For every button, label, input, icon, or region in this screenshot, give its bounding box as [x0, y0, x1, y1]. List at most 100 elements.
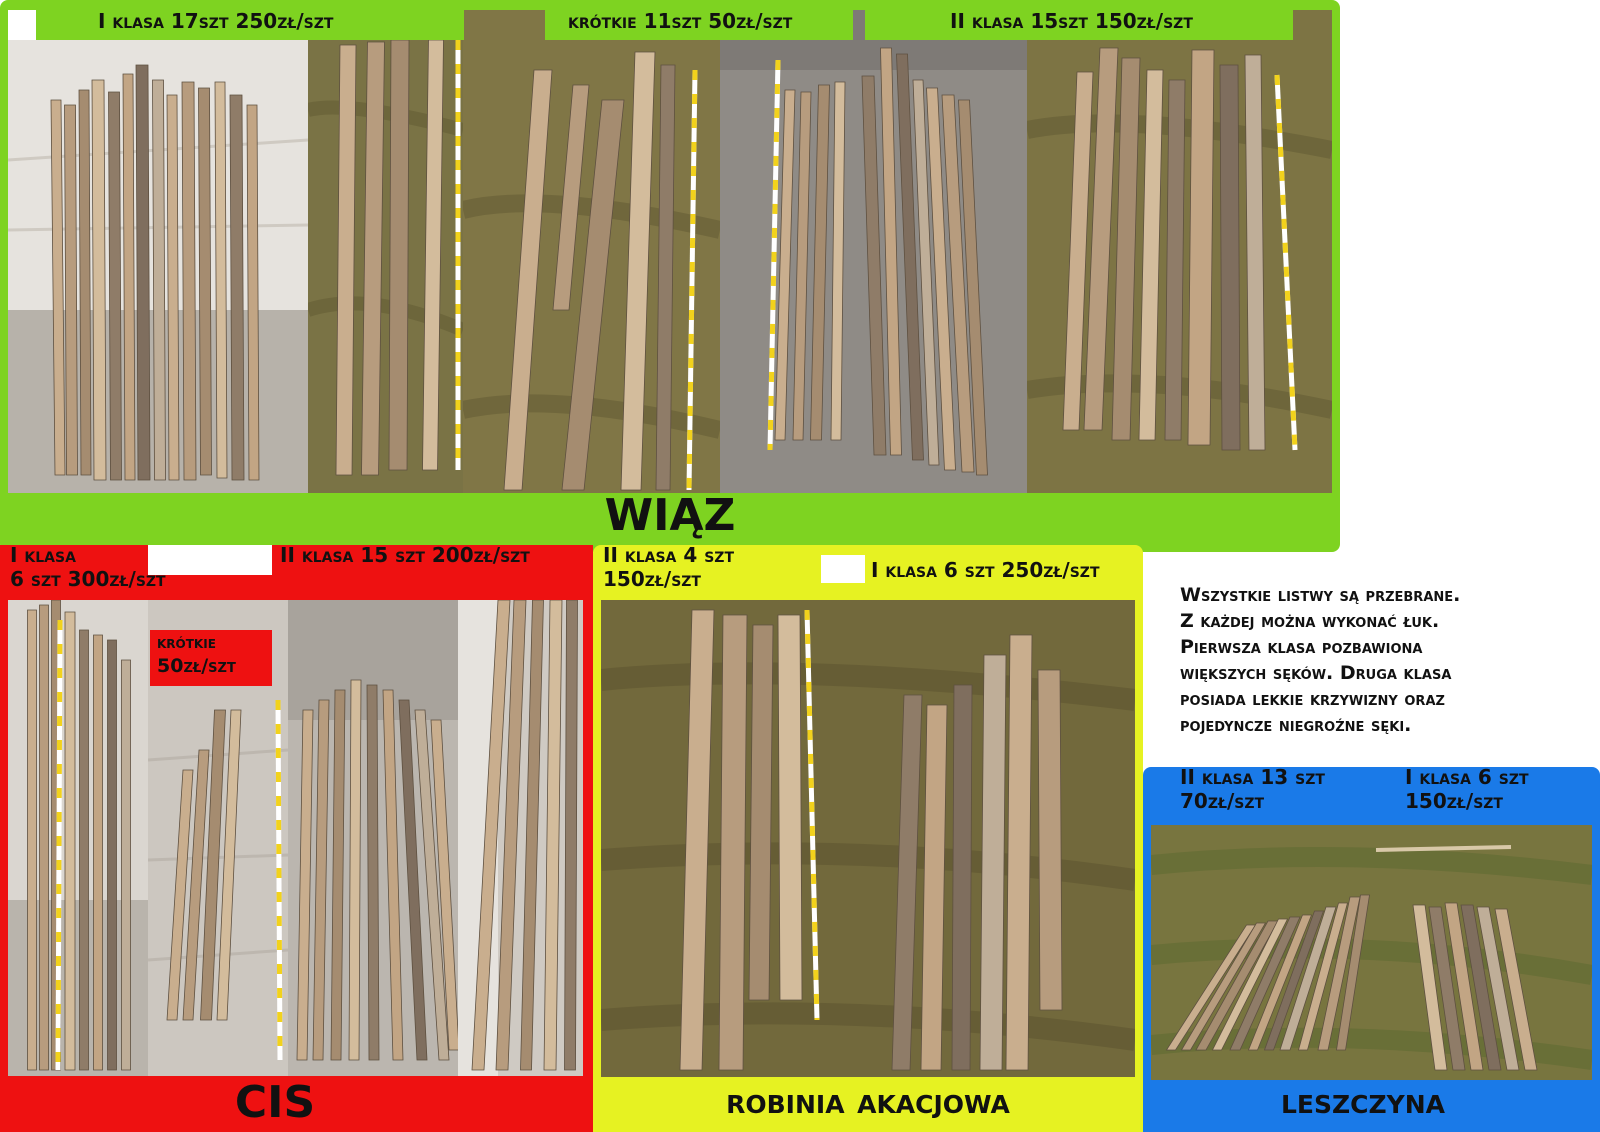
wood-stick [920, 704, 948, 1071]
info-note-line: Z każdej można wykonać łuk. [1180, 610, 1440, 632]
wiaz-first-label-bg [36, 10, 464, 40]
wood-stick [1494, 908, 1538, 1071]
wiaz-title: WIĄZ [604, 490, 736, 541]
wood-stick [382, 689, 404, 1061]
wood-stick [1297, 902, 1349, 1051]
wood-stick [912, 79, 940, 466]
wood-stick [620, 51, 656, 491]
wood-stick [861, 75, 887, 456]
cis-first-label-line1: I klasa [10, 545, 76, 567]
info-note: Wszystkie listwy są przebrane. Z każdej … [1180, 582, 1590, 738]
measuring-tape [686, 69, 698, 491]
wood-stick [810, 84, 830, 441]
wood-stick [1083, 47, 1119, 431]
wood-stick [1062, 71, 1094, 431]
leszczyna-title: leszczyna [1281, 1081, 1445, 1122]
wood-stick [91, 79, 107, 481]
robinia-photo [601, 600, 1135, 1077]
wood-stick [679, 609, 715, 1071]
wood-stick [552, 84, 590, 311]
wood-stick [39, 604, 49, 1071]
leszczyna-second-label-line1: II klasa 13 szt [1180, 767, 1325, 789]
wood-stick [958, 99, 988, 476]
wood-stick [1279, 906, 1337, 1051]
cis-photo-second-class [288, 600, 458, 1076]
cis-white-chip [148, 545, 272, 575]
wood-stick [1263, 910, 1325, 1051]
wood-stick [198, 87, 212, 476]
robinia-panel: II klasa 4 szt 150zł/szt I klasa 6 szt 2… [593, 545, 1143, 1132]
wood-stick [107, 639, 117, 1071]
wood-stick [1317, 896, 1361, 1051]
wood-stick [979, 654, 1007, 1071]
wood-stick [655, 64, 676, 491]
wiaz-short-label-bg [545, 10, 853, 40]
wood-stick [1244, 54, 1266, 451]
wood-stick [398, 699, 428, 1061]
wood-stick [422, 39, 444, 471]
wood-stick [1219, 64, 1241, 451]
wood-stick [414, 709, 450, 1061]
wiaz-photo-first-class-wall [8, 10, 308, 493]
wood-stick [561, 99, 625, 491]
wood-stick [78, 89, 92, 476]
wood-stick [1180, 922, 1267, 1051]
measuring-tape [275, 699, 283, 1061]
wood-stick [792, 91, 812, 441]
info-note-line: Pierwsza klasa pozbawiona [1180, 636, 1423, 658]
wood-stick [166, 94, 180, 481]
wiaz-panel: I klasa 17szt 250zł/szt krótkie 11szt 50… [0, 0, 1340, 552]
wood-stick [216, 709, 242, 1021]
cis-photo-first-class [8, 600, 148, 1076]
wiaz-second-label: II klasa 15szt 150zł/szt [950, 9, 1193, 33]
wood-stick [246, 104, 260, 481]
wood-stick [1164, 79, 1186, 441]
wood-stick [330, 689, 346, 1061]
wood-stick [388, 39, 410, 471]
wood-stick [1247, 914, 1313, 1051]
wood-stick [1211, 918, 1289, 1051]
wood-stick [748, 624, 774, 1001]
wiaz-second-label-bg [865, 10, 1293, 40]
wood-stick [774, 89, 796, 441]
cis-short-label-line1: krótkie [157, 633, 216, 653]
wiaz-first-label: I klasa 17szt 250zł/szt [98, 9, 334, 33]
wood-stick [503, 69, 553, 491]
leszczyna-first-label-line2: 150zł/szt [1405, 789, 1503, 813]
measuring-tape-marks [804, 609, 820, 1021]
wood-stick [1111, 57, 1141, 441]
wood-stick [121, 659, 131, 1071]
wood-stick [564, 600, 578, 1071]
cis-photo-second-class-wall [458, 600, 583, 1076]
cis-panel: I klasa 6 szt 300zł/szt II klasa 15 szt … [0, 545, 593, 1132]
info-note-line: pojedyncze niegroźne sęki. [1180, 714, 1412, 736]
wiaz-photo-first-class-grass [308, 10, 463, 493]
wood-stick [830, 81, 846, 441]
wood-stick [430, 719, 458, 1051]
leszczyna-second-label-line2: 70zł/szt [1180, 789, 1265, 813]
info-note-line: większych sęków. Druga klasa [1180, 662, 1452, 684]
wood-stick [27, 609, 37, 1071]
leszczyna-first-label-line1: I klasa 6 szt [1405, 767, 1529, 789]
wood-stick [1336, 894, 1370, 1051]
wood-stick [1037, 669, 1063, 1011]
wood-stick [1187, 49, 1215, 446]
wood-stick [495, 600, 527, 1071]
wood-stick [951, 684, 973, 1071]
wood-stick [896, 53, 924, 461]
robinia-second-label-line1: II klasa 4 szt [603, 545, 734, 567]
wood-stick [1476, 906, 1520, 1071]
robinia-first-label-bg [865, 555, 1135, 600]
wood-stick [1428, 906, 1466, 1071]
cis-title: CIS [234, 1077, 316, 1128]
robinia-title: robinia akacjowa [726, 1081, 1010, 1122]
leszczyna-panel: II klasa 13 szt 70zł/szt I klasa 6 szt 1… [1143, 767, 1600, 1132]
wood-stick [1165, 924, 1257, 1051]
wood-stick [1138, 69, 1164, 441]
measuring-tape-marks [55, 619, 63, 1071]
wiaz-first-label-band [8, 10, 36, 40]
info-note-line: posiada lekkie krzywizny oraz [1180, 688, 1445, 710]
wood-stick [214, 81, 228, 479]
wood-stick [471, 600, 511, 1071]
wood-stick [1229, 916, 1301, 1051]
